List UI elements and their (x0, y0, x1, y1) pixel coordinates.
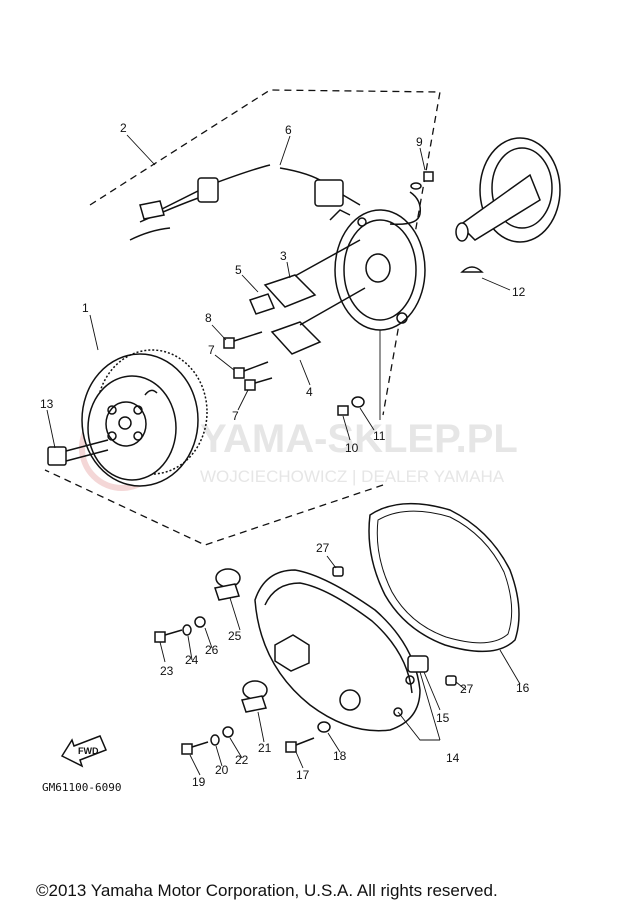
crank-boss (455, 137, 561, 273)
fwd-arrow-icon: FWD (60, 735, 107, 768)
flywheel-bolt (47, 439, 109, 466)
callout-25: 25 (228, 629, 242, 643)
dowels (332, 566, 457, 741)
fasteners-upper (223, 171, 434, 420)
callout-7a: 7 (208, 343, 215, 357)
callout-8: 8 (205, 311, 212, 325)
copyright-text: ©2013 Yamaha Motor Corporation, U.S.A. A… (36, 881, 498, 900)
callout-27b: 27 (460, 682, 474, 696)
callout-23: 23 (160, 664, 174, 678)
callout-11: 11 (373, 429, 386, 443)
watermark-dealer: WOJCIECHOWICZ | DEALER YAMAHA (200, 467, 505, 486)
watermark: YAMA-SKLEP.PL WOJCIECHOWICZ | DEALER YAM… (79, 405, 518, 491)
watermark-brand: YAMA-SKLEP.PL (200, 417, 518, 461)
callout-20: 20 (215, 763, 229, 777)
callout-18: 18 (333, 749, 347, 763)
callout-17: 17 (296, 768, 310, 782)
callout-15: 15 (436, 711, 450, 725)
stator-base (329, 209, 426, 331)
wire-harness (129, 164, 422, 241)
crankcase-cover (254, 569, 421, 732)
callout-22: 22 (235, 753, 249, 767)
callout-5: 5 (235, 263, 242, 277)
flywheel (81, 349, 208, 487)
callout-26: 26 (205, 643, 219, 657)
callout-14: 14 (446, 751, 460, 765)
callout-12: 12 (512, 285, 526, 299)
fasteners-lower (154, 616, 331, 755)
callout-21: 21 (258, 741, 272, 755)
callout-16: 16 (516, 681, 530, 695)
gasket (368, 502, 520, 653)
assembly-outline (44, 89, 441, 546)
clamps (214, 568, 268, 713)
callout-7b: 7 (232, 409, 239, 423)
callout-10: 10 (345, 441, 359, 455)
callout-13: 13 (40, 397, 54, 411)
diagram-code: GM61100-6090 (42, 781, 121, 794)
callout-4: 4 (306, 385, 313, 399)
pickup-coils (248, 239, 366, 355)
callout-24: 24 (185, 653, 199, 667)
callout-6: 6 (285, 123, 292, 137)
callout-27a: 27 (316, 541, 330, 555)
callout-1: 1 (82, 301, 89, 315)
callout-3: 3 (280, 249, 287, 263)
callout-19: 19 (192, 775, 206, 789)
callout-9: 9 (416, 135, 423, 149)
callout-2: 2 (120, 121, 127, 135)
callouts: 1 2 3 4 5 6 7 7 8 9 10 11 12 13 14 15 16… (40, 121, 530, 789)
fwd-label: FWD (78, 746, 99, 756)
leader-lines (46, 134, 521, 776)
